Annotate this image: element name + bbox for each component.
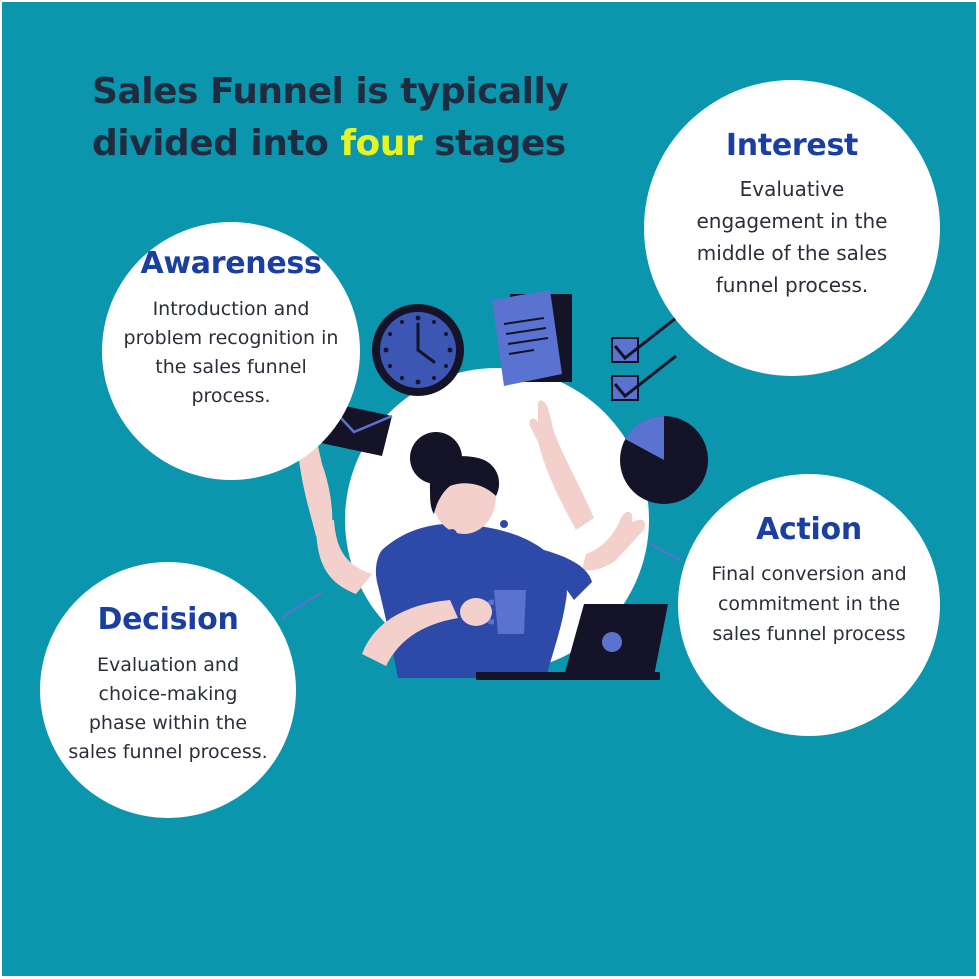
- mug-arm: [362, 600, 458, 666]
- stage-awareness: Awareness Introduction and problem recog…: [102, 222, 360, 480]
- left-hand: [297, 438, 333, 536]
- title-highlight: four: [340, 123, 423, 164]
- document-icon: [492, 290, 572, 386]
- upper-right-hand: [529, 400, 594, 530]
- earring: [447, 529, 457, 539]
- title-line-1: Sales Funnel is typically: [92, 71, 569, 112]
- stage-action-description: Final conversion and commitment in the s…: [711, 563, 907, 645]
- stage-decision-description: Evaluation and choice-making phase withi…: [68, 654, 268, 763]
- laptop-icon: [476, 604, 668, 680]
- title-line-2-start: divided into: [92, 123, 341, 164]
- pie-chart-icon: [620, 415, 708, 504]
- left-arm: [316, 520, 372, 594]
- stage-action: Action Final conversion and commitment i…: [678, 474, 940, 736]
- page-title: Sales Funnel is typically divided into f…: [92, 66, 612, 170]
- connector-line-decision: [282, 591, 323, 619]
- lower-right-hand: [582, 511, 645, 571]
- stage-awareness-description: Introduction and problem recognition in …: [123, 298, 339, 407]
- woman-sleeve: [540, 550, 592, 600]
- stage-decision: Decision Evaluation and choice-making ph…: [40, 562, 296, 818]
- checkbox-icon: [611, 316, 677, 401]
- juggling-woman-illustration: [282, 290, 708, 680]
- stage-interest-label: Interest: [725, 128, 859, 163]
- title-line-2-end: stages: [422, 123, 566, 164]
- stage-action-label: Action: [756, 512, 862, 547]
- woman-hair: [429, 456, 500, 514]
- clock-icon: [372, 304, 464, 396]
- stage-interest: Interest Evaluative engagement in the mi…: [644, 80, 940, 376]
- connector-line-action: [649, 543, 681, 561]
- stage-interest-description: Evaluative engagement in the middle of t…: [696, 177, 888, 297]
- stage-decision-label: Decision: [97, 602, 239, 637]
- stage-awareness-label: Awareness: [140, 246, 322, 281]
